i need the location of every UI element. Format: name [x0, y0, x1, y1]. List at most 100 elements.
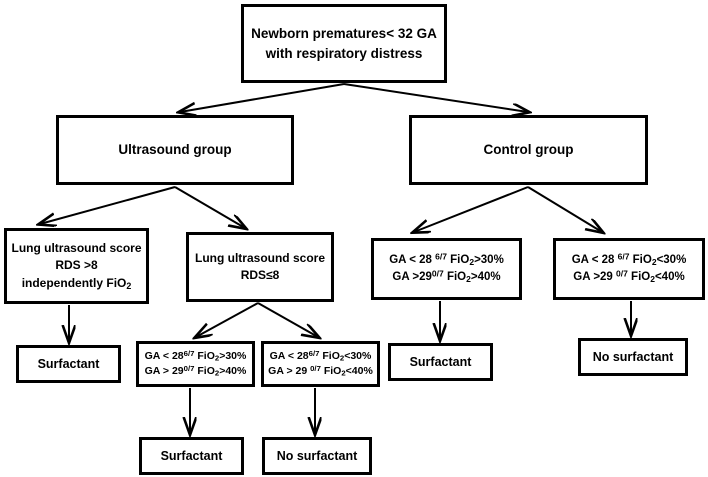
node-ga-low-l1-a: GA < 28 [269, 349, 309, 362]
node-ga-high-l1-sup: 6/7 [183, 348, 195, 358]
node-ctrl-high-line2: GA >290/7 FiO2>40% [378, 269, 515, 286]
node-ga-high-text: GA < 286/7 FiO2>30% GA > 290/7 FiO2>40% [139, 349, 252, 379]
node-surfactant-control-text: Surfactant [391, 353, 490, 371]
node-ga-high-l2-b: FiO [194, 365, 215, 377]
node-ctrl-low-line1: GA < 28 6/7 FiO2<30% [560, 252, 698, 269]
node-ctrl-high-l2-sub: 2 [466, 273, 471, 284]
node-lus-high-line2: RDS >8 [55, 258, 98, 273]
node-ctrl-high-l1-sup: 6/7 [435, 251, 447, 262]
node-ctrl-low-l2-b: FiO [627, 271, 651, 283]
node-control-group-label: Control group [483, 142, 574, 158]
edge-control-to-ctrl-high [414, 186, 529, 232]
node-control-group-text: Control group [412, 140, 645, 160]
node-no-surfactant-control-text: No surfactant [581, 348, 685, 366]
node-ga-low-text: GA < 286/7 FiO2<30% GA > 29 0/7 FiO2<40% [264, 349, 377, 379]
node-ctrl-low-l1-c: <30% [656, 254, 687, 267]
node-lus-high-line3: independently FiO2 [11, 275, 142, 292]
node-ultrasound-group[interactable]: Ultrasound group [56, 115, 294, 185]
node-lung-ultrasound-score-high[interactable]: Lung ultrasound score RDS >8 independent… [4, 228, 149, 304]
node-ga-low-line2: GA > 29 0/7 FiO2<40% [268, 364, 373, 379]
node-ctrl-high-l2-c: >40% [470, 271, 501, 283]
edge-ultrasound-to-lus-high [40, 186, 176, 224]
node-no-surfactant-control-label: No surfactant [592, 349, 674, 364]
node-surfactant-lus-high-text: Surfactant [19, 355, 118, 373]
node-ctrl-high-text: GA < 28 6/7 FiO2>30% GA >290/7 FiO2>40% [374, 252, 519, 285]
node-ultrasound-group-text: Ultrasound group [59, 140, 291, 160]
node-ga-low-line1: GA < 286/7 FiO2<30% [268, 349, 373, 364]
node-ctrl-high-l2-b: FiO [443, 271, 467, 283]
node-ga-fio2-low[interactable]: GA < 286/7 FiO2<30% GA > 29 0/7 FiO2<40% [261, 341, 380, 387]
node-ga-low-l1-c: <30% [344, 349, 372, 362]
node-ctrl-high-l1-b: FiO [446, 254, 470, 267]
node-ctrl-low-line2: GA >29 0/7 FiO2<40% [560, 269, 698, 286]
node-ga-fio2-high[interactable]: GA < 286/7 FiO2>30% GA > 290/7 FiO2>40% [136, 341, 255, 387]
node-no-surfactant-ga-low[interactable]: No surfactant [262, 437, 372, 475]
node-ctrl-low-l1-b: FiO [629, 254, 652, 267]
node-ctrl-high-l2-sup: 0/7 [431, 268, 444, 279]
node-ultrasound-group-label: Ultrasound group [118, 142, 232, 158]
node-ctrl-high-line1: GA < 28 6/7 FiO2>30% [378, 252, 515, 269]
node-lung-ultrasound-score-low[interactable]: Lung ultrasound score RDS≤8 [186, 232, 334, 302]
node-lus-low-line2: RDS≤8 [240, 268, 280, 282]
node-ctrl-low-l1-sup: 6/7 [617, 251, 630, 262]
node-root-population[interactable]: Newborn prematures< 32 GA with respirato… [241, 4, 447, 83]
node-lus-low-line1: Lung ultrasound score [194, 250, 325, 265]
edge-lus-low-to-ga-high [196, 302, 259, 337]
node-ctrl-low-l1-a: GA < 28 [571, 254, 618, 267]
edge-control-to-ctrl-low [527, 186, 602, 232]
edge-ultrasound-to-lus-low [174, 186, 245, 228]
node-surfactant-control-label: Surfactant [409, 354, 472, 369]
node-surfactant-lus-high-label: Surfactant [37, 356, 100, 371]
node-surfactant-ga-high-label: Surfactant [160, 448, 223, 463]
node-root-line2: with respiratory distress [265, 45, 423, 61]
node-ctrl-low-l2-sup: 0/7 [616, 268, 628, 279]
node-lus-high-text: Lung ultrasound score RDS >8 independent… [7, 240, 146, 292]
node-ga-low-l2-sup: 0/7 [310, 363, 321, 373]
node-lus-high-line1: Lung ultrasound score [11, 240, 142, 255]
node-ga-high-line1: GA < 286/7 FiO2>30% [143, 349, 248, 364]
node-surfactant-ga-high-text: Surfactant [142, 447, 241, 465]
node-ga-high-l1-b: FiO [194, 349, 215, 362]
edge-root-to-control [343, 83, 528, 112]
node-ga-low-l2-sub: 2 [341, 368, 346, 378]
node-ctrl-high-l1-sub: 2 [469, 257, 475, 268]
node-control-group[interactable]: Control group [409, 115, 648, 185]
node-ga-high-l1-c: >30% [219, 349, 247, 362]
node-control-ga-fio2-low[interactable]: GA < 28 6/7 FiO2<30% GA >29 0/7 FiO2<40% [553, 238, 705, 300]
node-ctrl-high-l1-c: >30% [474, 254, 504, 267]
node-ga-high-l2-c: >40% [219, 365, 247, 377]
node-no-surfactant-control[interactable]: No surfactant [578, 338, 688, 376]
node-ga-low-l1-b: FiO [319, 349, 340, 362]
node-control-ga-fio2-high[interactable]: GA < 28 6/7 FiO2>30% GA >290/7 FiO2>40% [371, 238, 522, 300]
node-ga-low-l1-sub: 2 [339, 353, 345, 363]
node-root-text: Newborn prematures< 32 GA with respirato… [244, 24, 444, 63]
node-ga-high-l2-a: GA > 29 [144, 365, 184, 377]
node-ga-low-l2-a: GA > 29 [268, 365, 311, 377]
node-ctrl-low-text: GA < 28 6/7 FiO2<30% GA >29 0/7 FiO2<40% [556, 252, 702, 285]
node-ctrl-low-l2-c: <40% [654, 271, 685, 283]
node-surfactant-ga-high[interactable]: Surfactant [139, 437, 244, 475]
node-no-surfactant-ga-low-text: No surfactant [265, 447, 369, 465]
edge-lus-low-to-ga-low [257, 302, 318, 337]
node-surfactant-lus-high[interactable]: Surfactant [16, 345, 121, 383]
node-lus-high-line3-sub: 2 [126, 280, 132, 291]
node-no-surfactant-ga-low-label: No surfactant [276, 448, 358, 463]
node-ctrl-low-l2-a: GA >29 [573, 271, 617, 283]
edge-root-to-ultrasound [180, 83, 345, 112]
node-ctrl-high-l2-a: GA >29 [392, 271, 432, 283]
node-lus-high-line3-text: independently FiO [21, 275, 127, 290]
node-ga-high-l2-sub: 2 [214, 368, 220, 378]
node-ctrl-low-l2-sub: 2 [650, 273, 655, 284]
node-ga-low-l1-sup: 6/7 [308, 348, 320, 358]
node-ctrl-low-l1-sub: 2 [651, 257, 657, 268]
node-ga-high-line2: GA > 290/7 FiO2>40% [143, 364, 248, 379]
node-ga-low-l2-c: <40% [345, 365, 373, 377]
node-root-line1: Newborn prematures< 32 GA [251, 25, 437, 41]
node-ga-low-l2-b: FiO [320, 365, 342, 377]
node-ga-high-l1-sub: 2 [214, 353, 220, 363]
node-ctrl-high-l1-a: GA < 28 [389, 254, 436, 267]
node-surfactant-control[interactable]: Surfactant [388, 343, 493, 381]
node-lus-low-text: Lung ultrasound score RDS≤8 [189, 250, 331, 285]
node-ga-high-l1-a: GA < 28 [144, 349, 184, 362]
